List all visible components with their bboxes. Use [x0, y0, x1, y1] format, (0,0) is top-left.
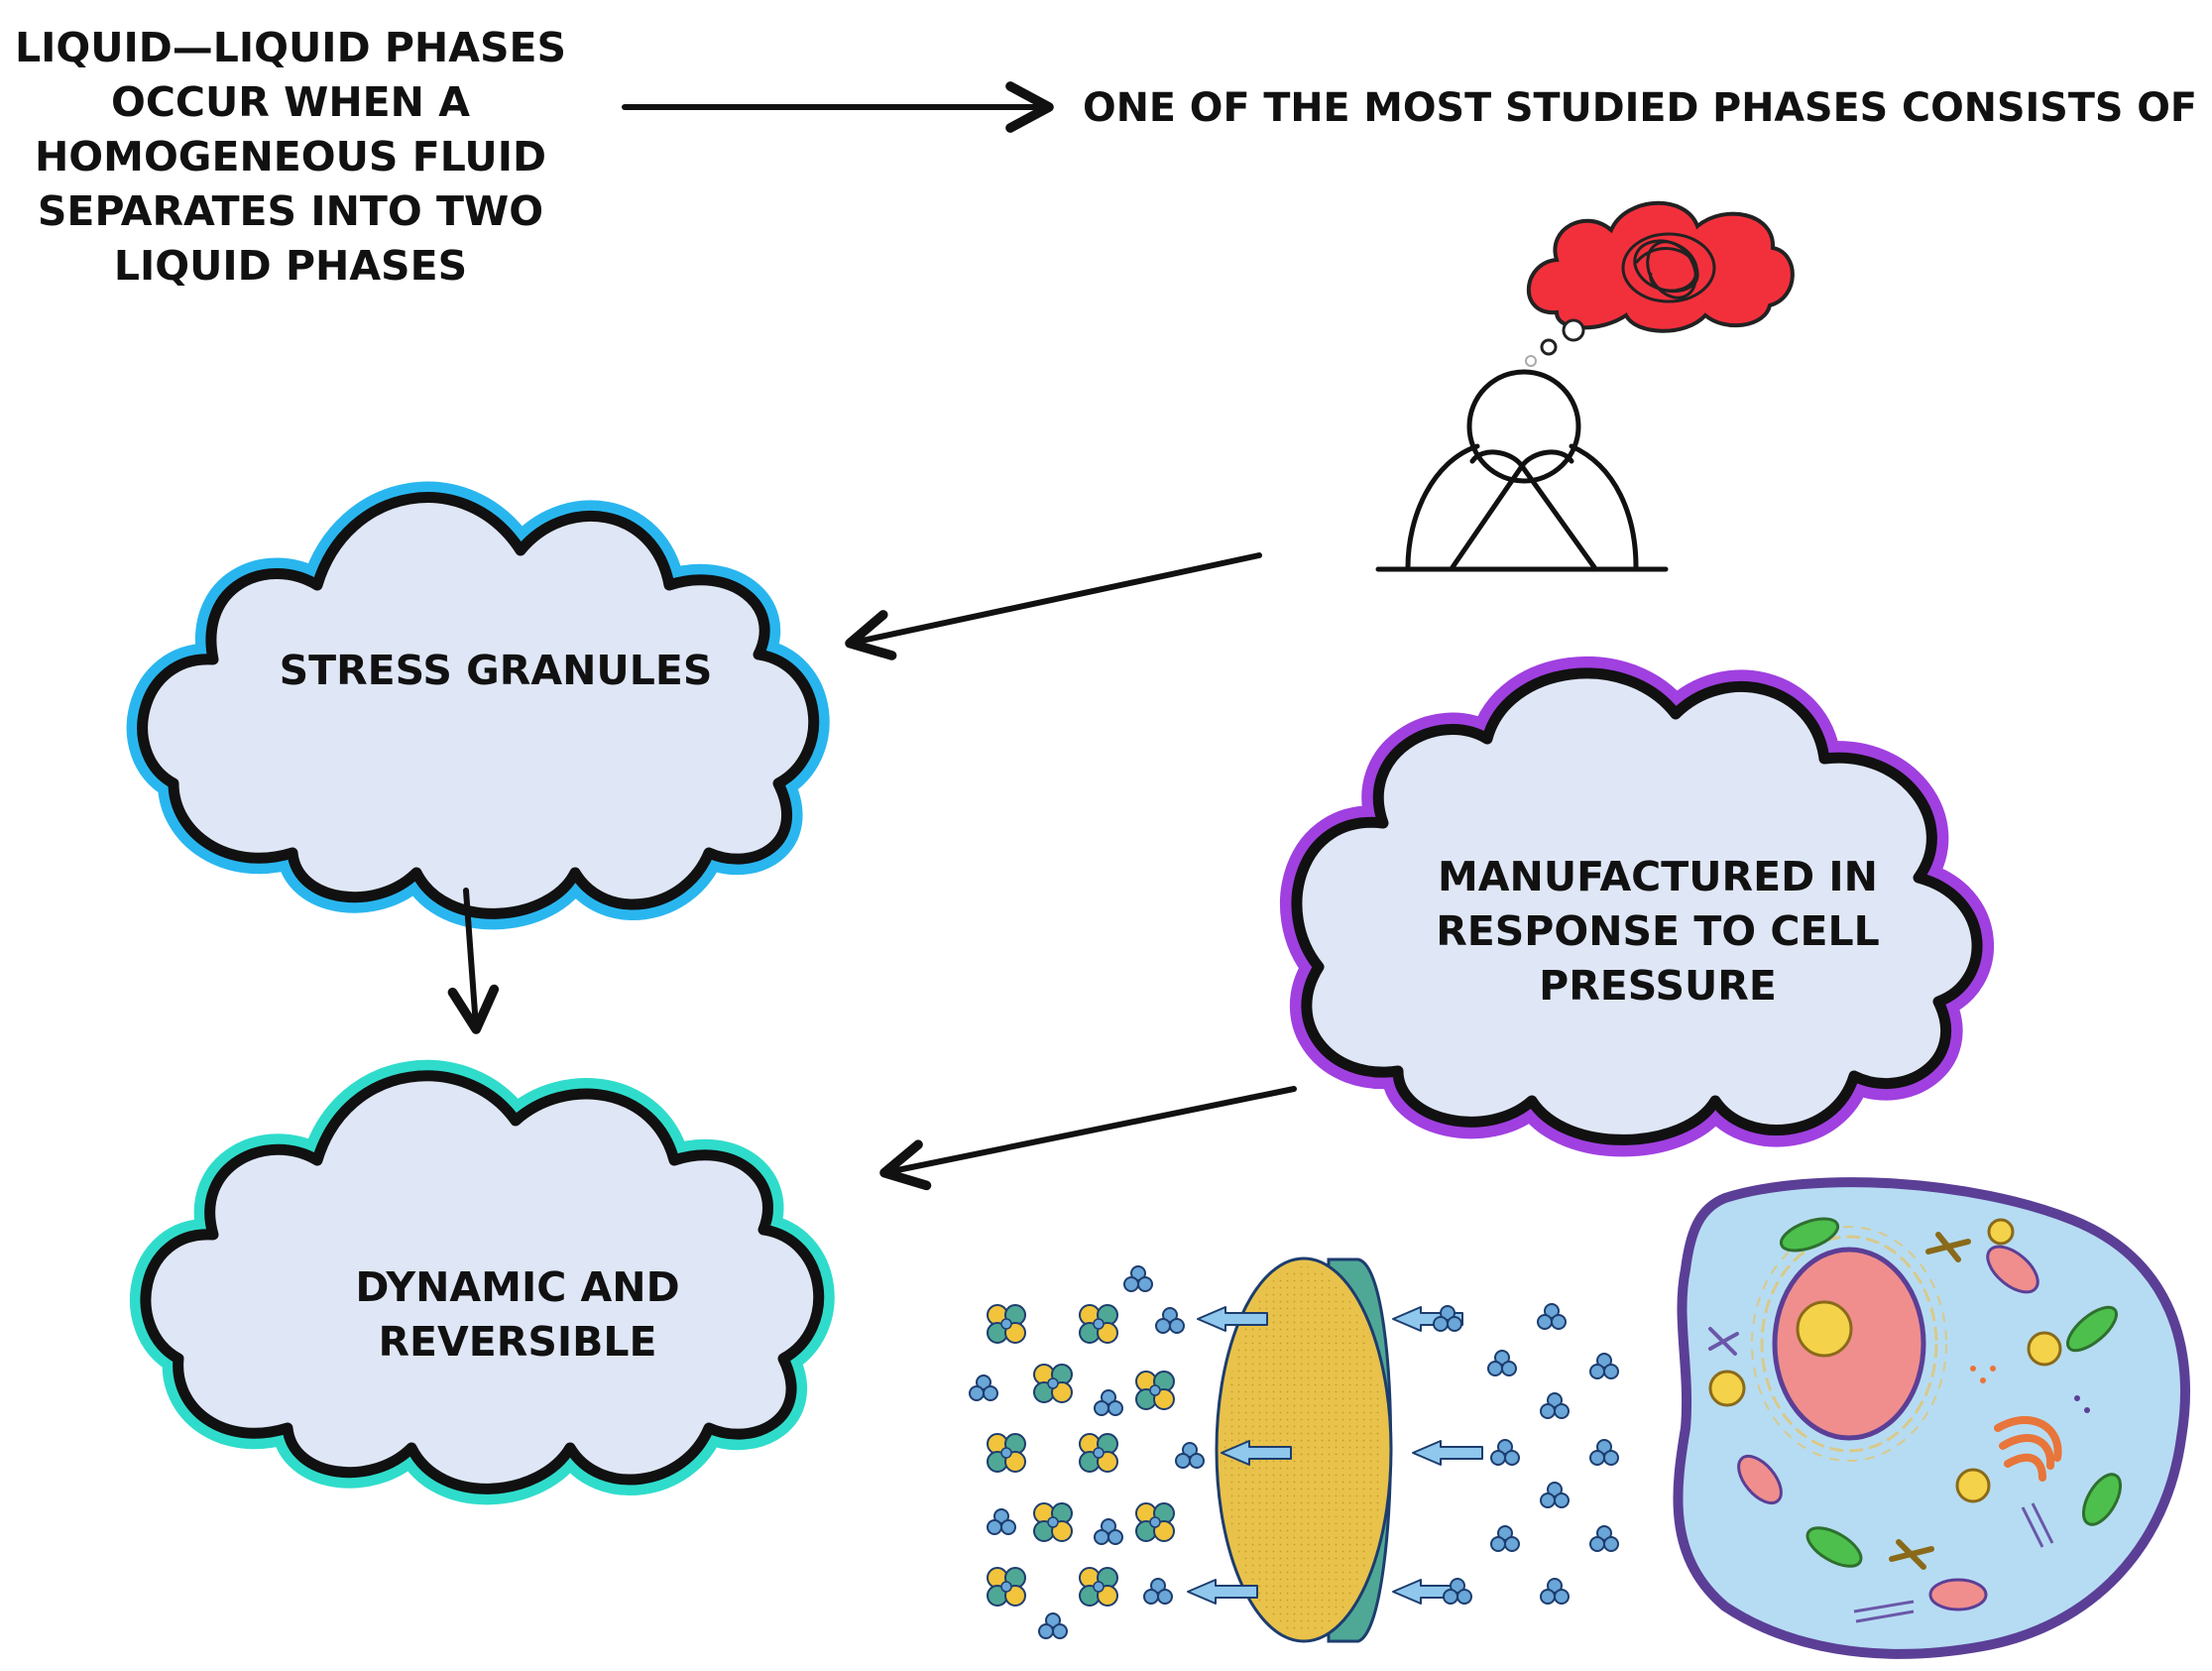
- intro-line-5: LIQUID PHASES: [114, 242, 467, 290]
- manufactured-cloud: MANUFACTURED IN RESPONSE TO CELL PRESSUR…: [1280, 656, 1994, 1157]
- intro-line-1: LIQUID—LIQUID PHASES: [15, 24, 566, 71]
- intro-text: LIQUID—LIQUID PHASES OCCUR WHEN A HOMOGE…: [15, 24, 566, 290]
- manufactured-line-2: RESPONSE TO CELL: [1436, 907, 1880, 955]
- headline-text: ONE OF THE MOST STUDIED PHASES CONSISTS …: [1083, 85, 2197, 131]
- arrow-manufactured-to-dynamic: [879, 1086, 1297, 1191]
- manufactured-line-1: MANUFACTURED IN: [1438, 853, 1878, 900]
- arrow-stress-to-dynamic: [447, 888, 500, 1034]
- animal-cell-icon: [1673, 1177, 2191, 1659]
- stress-granules-cloud: STRESS GRANULES: [126, 481, 830, 930]
- dynamic-line-1: DYNAMIC AND: [355, 1263, 679, 1311]
- stress-granules-label: STRESS GRANULES: [280, 647, 713, 694]
- thought-cloud-icon: [1525, 200, 1795, 367]
- dynamic-cloud: DYNAMIC AND REVERSIBLE: [130, 1059, 835, 1505]
- membrane-diffusion-icon: [969, 1256, 1619, 1643]
- manufactured-line-3: PRESSURE: [1539, 962, 1777, 1010]
- arrow-person-to-stress-granules: [845, 552, 1262, 660]
- intro-line-3: HOMOGENEOUS FLUID: [35, 133, 546, 180]
- intro-line-2: OCCUR WHEN A: [111, 78, 470, 126]
- stressed-person-icon: [1375, 369, 1669, 572]
- dynamic-line-2: REVERSIBLE: [378, 1318, 656, 1366]
- intro-line-4: SEPARATES INTO TWO: [38, 187, 543, 235]
